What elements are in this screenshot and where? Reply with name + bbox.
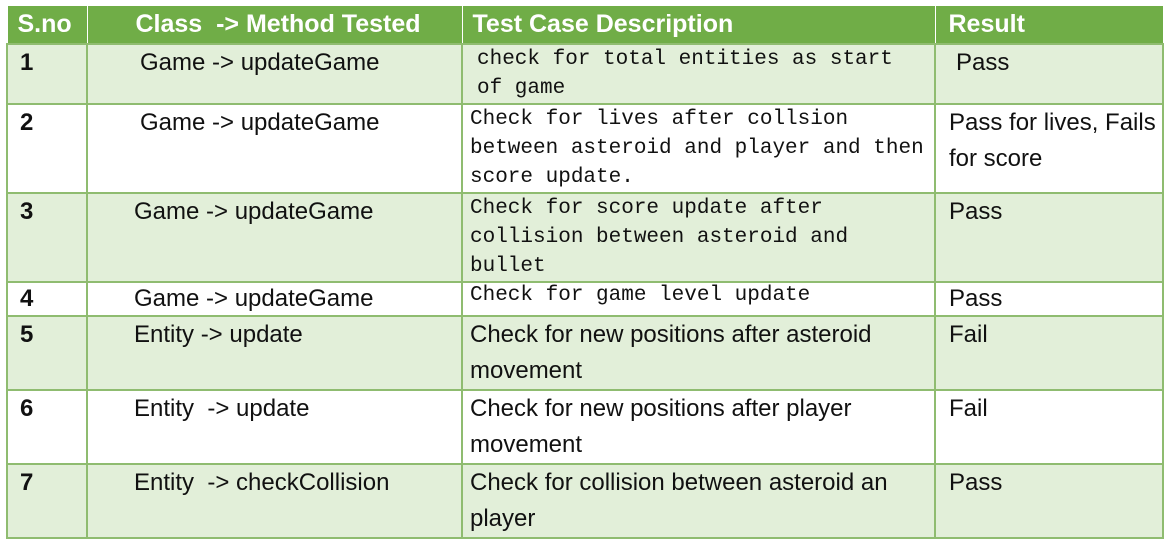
table-row: 3 Game -> updateGame Check for score upd…	[6, 192, 1164, 283]
cell-sno: 7	[6, 463, 88, 539]
table-row: 4 Game -> updateGame Check for game leve…	[6, 281, 1164, 317]
cell-description: Check for collision between asteroid an …	[461, 463, 936, 539]
cell-result: Pass	[934, 192, 1164, 283]
cell-method: Game -> updateGame	[86, 103, 463, 194]
cell-result: Fail	[934, 315, 1164, 391]
cell-sno: 5	[6, 315, 88, 391]
cell-sno: 2	[6, 103, 88, 194]
cell-description: Check for new positions after asteroid m…	[461, 315, 936, 391]
table-row: 1 Game -> updateGame check for total ent…	[6, 43, 1164, 105]
cell-description: check for total entities as start of gam…	[461, 43, 936, 105]
cell-result: Pass	[934, 281, 1164, 317]
cell-result: Pass	[934, 463, 1164, 539]
cell-description: Check for score update after collision b…	[461, 192, 936, 283]
cell-sno: 1	[6, 43, 88, 105]
table-row: 2 Game -> updateGame Check for lives aft…	[6, 103, 1164, 194]
test-cases-table: S.no Class -> Method Tested Test Case De…	[6, 5, 1164, 539]
cell-description: Check for game level update	[461, 281, 936, 317]
cell-sno: 3	[6, 192, 88, 283]
cell-result: Pass for lives, Fails for score	[934, 103, 1164, 194]
cell-method: Game -> updateGame	[86, 281, 463, 317]
cell-method: Entity -> checkCollision	[86, 463, 463, 539]
cell-method: Entity -> update	[86, 315, 463, 391]
cell-sno: 6	[6, 389, 88, 465]
table-row: 7 Entity -> checkCollision Check for col…	[6, 463, 1164, 539]
cell-method: Game -> updateGame	[86, 43, 463, 105]
table-row: 6 Entity -> update Check for new positio…	[6, 389, 1164, 465]
header-row: S.no Class -> Method Tested Test Case De…	[6, 5, 1164, 45]
cell-description: Check for new positions after player mov…	[461, 389, 936, 465]
table-row: 5 Entity -> update Check for new positio…	[6, 315, 1164, 391]
cell-result: Pass	[934, 43, 1164, 105]
header-sno: S.no	[6, 5, 88, 45]
header-result: Result	[934, 5, 1164, 45]
cell-result: Fail	[934, 389, 1164, 465]
cell-sno: 4	[6, 281, 88, 317]
header-description: Test Case Description	[461, 5, 936, 45]
cell-method: Game -> updateGame	[86, 192, 463, 283]
cell-description: Check for lives after collsion between a…	[461, 103, 936, 194]
header-method: Class -> Method Tested	[86, 5, 463, 45]
cell-method: Entity -> update	[86, 389, 463, 465]
